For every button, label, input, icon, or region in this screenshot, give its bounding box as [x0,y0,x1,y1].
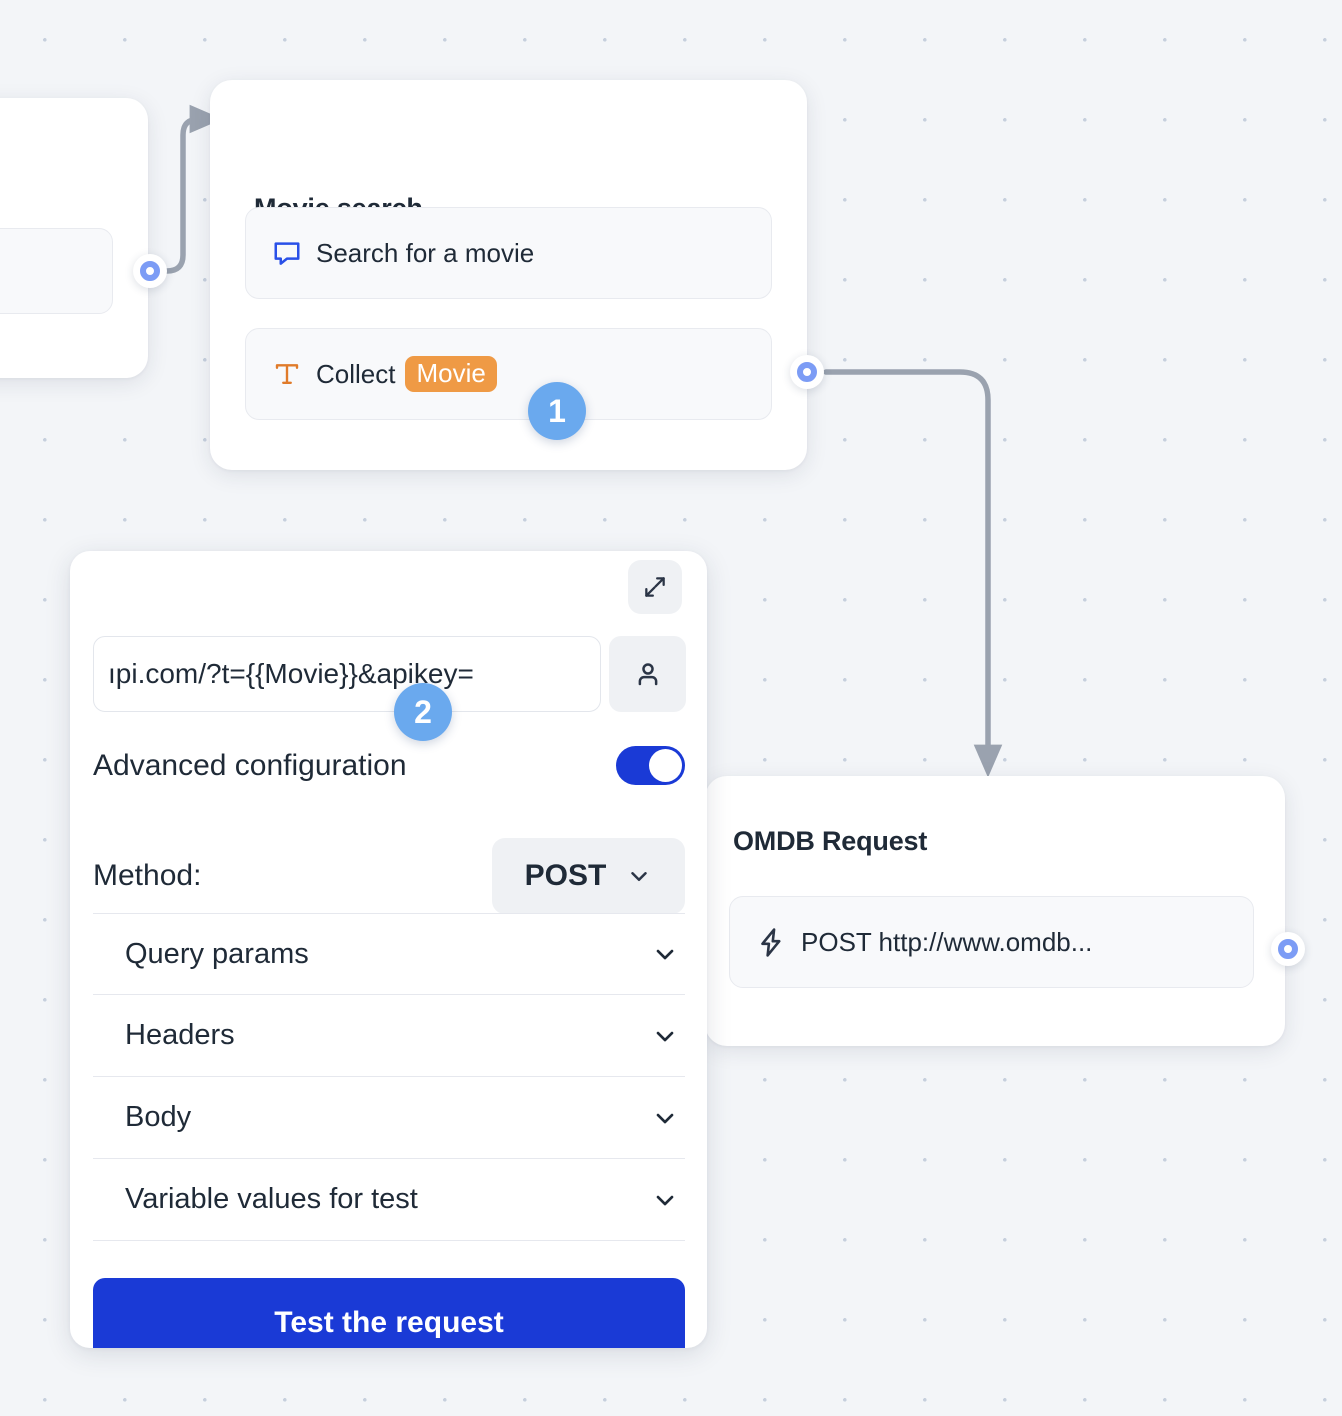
message-icon [272,238,302,268]
accordion-label-query-params: Query params [125,937,309,970]
variable-chip-movie[interactable]: Movie [405,355,497,393]
node-card-omdb-request[interactable]: OMDB Request POST http://www.omdb... [705,776,1285,1046]
chevron-down-icon [626,863,652,889]
accordion-row-body[interactable]: Body [93,1077,685,1159]
authorization-button[interactable] [609,636,686,712]
person-icon [633,659,663,689]
accordion-row-variable-values-for-test[interactable]: Variable values for test [93,1159,685,1241]
advanced-configuration-toggle[interactable] [616,746,685,785]
slot-search-for-a-movie[interactable]: Search for a movie [245,207,772,299]
lightning-icon [756,927,787,958]
advanced-configuration-label: Advanced configuration [93,748,407,782]
connection-handle-movie-search-output[interactable] [790,355,824,389]
accordion-label-headers: Headers [125,1019,235,1051]
method-label: Method: [93,859,202,892]
test-the-request-button[interactable]: Test the request [93,1278,685,1348]
accordion-label-body: Body [125,1101,192,1133]
chevron-down-icon[interactable] [651,1186,679,1214]
edge-movie-search-to-omdb [823,369,1003,778]
connection-handle-offscreen-node[interactable] [133,254,167,288]
node-card-movie-search[interactable]: Movie search Search for a movie Collect … [210,80,807,470]
slot-label-omdb-post-request: POST http://www.omdb... [801,926,1093,957]
slot-placeholder[interactable] [0,228,113,314]
slot-omdb-post-request[interactable]: POST http://www.omdb... [729,896,1254,988]
step-badge-1: 1 [528,382,586,440]
chevron-down-icon[interactable] [651,1104,679,1132]
request-url-input[interactable] [93,636,601,712]
node-title-omdb-request: OMDB Request [733,826,928,856]
expand-diagonal-icon [642,574,668,600]
advanced-configuration-row: Advanced configuration [93,746,685,785]
accordion-row-headers[interactable]: Headers [93,995,685,1077]
url-row [93,636,686,712]
chevron-down-icon[interactable] [651,940,679,968]
method-value: POST [524,859,607,892]
collect-prefix-text: Collect [316,358,396,389]
edge-left-to-movie-search [147,104,223,274]
method-row: Method: POST [93,838,685,914]
chevron-down-icon[interactable] [651,1022,679,1050]
expand-panel-button[interactable] [628,560,682,614]
step-badge-2: 2 [394,683,452,741]
node-card-offscreen-left[interactable] [0,98,148,378]
text-type-icon [272,359,302,389]
config-accordion: Query params Headers Body Variable value… [93,913,685,1241]
slot-collect-movie[interactable]: Collect Movie [245,328,772,420]
connection-handle-omdb-output[interactable] [1271,932,1305,966]
accordion-label-variable-values-for-test: Variable values for test [125,1183,418,1215]
toggle-knob [649,749,682,782]
slot-label-collect: Collect Movie [316,355,497,393]
accordion-row-query-params[interactable]: Query params [93,913,685,995]
method-select-dropdown[interactable]: POST [492,838,685,914]
slot-label-search-for-a-movie: Search for a movie [316,237,535,268]
request-config-panel[interactable]: Advanced configuration Method: POST Quer… [70,551,707,1348]
